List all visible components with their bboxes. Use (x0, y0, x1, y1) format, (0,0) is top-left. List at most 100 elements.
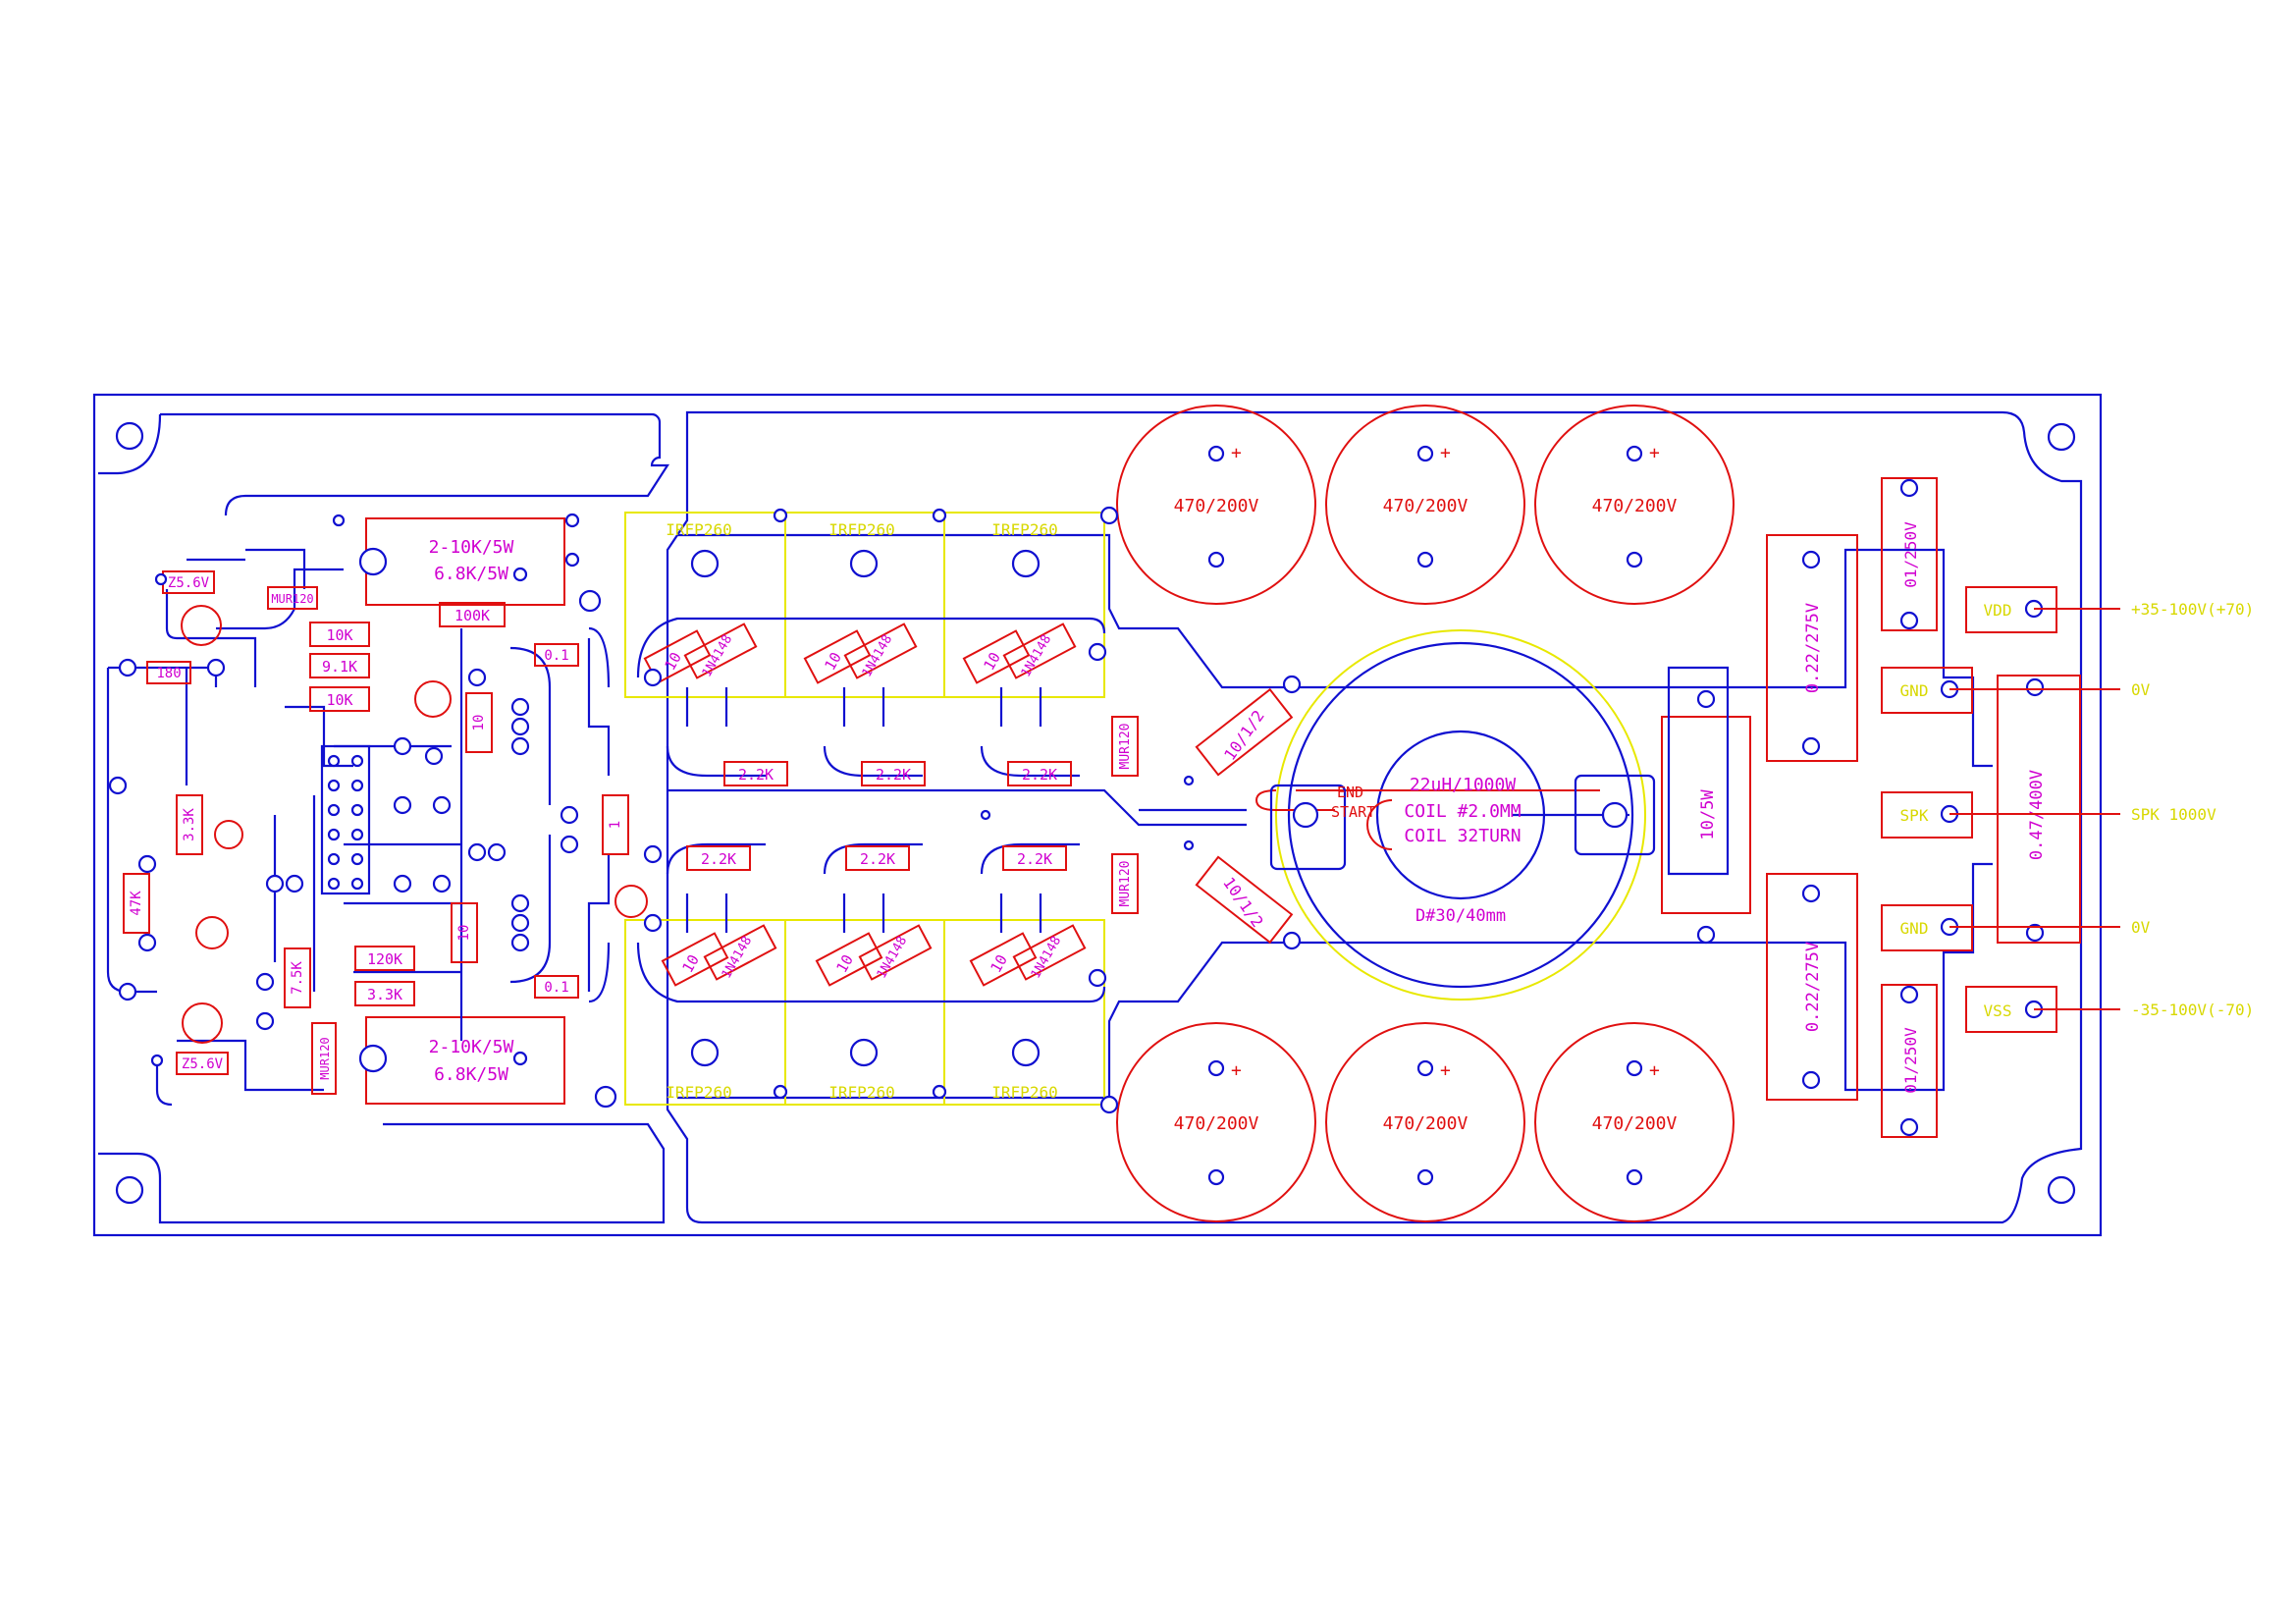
r-180-label: 180 (156, 666, 181, 681)
pulldown-top-3: 2.2K (1007, 761, 1072, 786)
r-10-label: 10 (471, 715, 487, 731)
diode-mur-right-top: MUR120 (1111, 716, 1139, 777)
gate-diode-top-2-label: 1N4148 (860, 632, 895, 679)
bottom-rail-trace (677, 862, 1993, 1100)
transistor-q6 (614, 885, 648, 918)
connector-vss[interactable]: VSS -35-100V(-70) (1965, 986, 2254, 1033)
pulldown-top-1-label: 2.2K (738, 766, 774, 784)
mosfet-bottom-3: IRFP260 (991, 1038, 1058, 1102)
gate-res-top-3: 10 (962, 629, 1031, 684)
mosfet-legs-top (636, 617, 1106, 778)
cap-bottom-3-label: 470/200V (1592, 1113, 1678, 1134)
resistor-47k: 47K (123, 873, 150, 934)
pulldown-bottom-3-label: 2.2K (1017, 850, 1052, 868)
mount-hole-tl (115, 421, 144, 451)
power-res-bottom-line1: 2-10K/5W (429, 1037, 514, 1057)
pulldown-bottom-2-label: 2.2K (860, 850, 895, 868)
transistor-q1 (181, 605, 222, 646)
mosfet-top-3-label: IRFP260 (991, 520, 1057, 539)
diode-mur-left-top: MUR120 (267, 586, 318, 610)
capacitor-bottom-2: + 470/200V (1325, 1022, 1525, 1222)
mur-right-top-label: MUR120 (1118, 724, 1133, 770)
pulldown-bottom-2: 2.2K (845, 845, 910, 871)
r-10b-label: 10 (456, 925, 472, 942)
gate-res-bottom-1: 10 (661, 932, 729, 987)
svg-text:+: + (1231, 443, 1242, 463)
zener-bottom: Z5.6V (176, 1052, 229, 1075)
c-01-bottom-label: 01/250V (1901, 1027, 1920, 1094)
gate-diode-top-1-label: 1N4148 (700, 632, 735, 679)
connector-gnd-bottom-label: 0V (2131, 918, 2151, 937)
capacitor-1: 1 (602, 794, 629, 855)
connector-spk[interactable]: SPK SPK 1000V (1881, 791, 2216, 839)
power-resistor-bottom: 2-10K/5W 6.8K/5W (358, 1016, 565, 1105)
gate-diode-bottom-3: 1N4148 (1012, 924, 1087, 981)
c-1-label: 1 (608, 821, 623, 829)
cap-top-3-label: 470/200V (1592, 496, 1678, 516)
connector-gnd-top-pad: GND (1900, 681, 1929, 700)
svg-text:+: + (1649, 1060, 1660, 1081)
mosfet-bottom-1-label: IRFP260 (666, 1083, 731, 1102)
connector-vdd-label: +35-100V(+70) (2131, 600, 2254, 619)
svg-text:+: + (1649, 443, 1660, 463)
resistor-10-vertical: 10 (465, 692, 493, 753)
capacitor-bottom-1: + 470/200V (1116, 1022, 1316, 1222)
mount-hole-tr (2047, 422, 2076, 452)
resistor-100k: 100K (439, 602, 506, 627)
svg-text:+: + (1231, 1060, 1242, 1081)
gate-diode-top-3-label: 1N4148 (1019, 632, 1054, 679)
driver-ic (320, 744, 371, 895)
r-100k-label: 100K (454, 607, 490, 624)
r-33k-b-label: 3.3K (367, 986, 402, 1003)
capacitor-top-3: + 470/200V (1534, 405, 1735, 605)
mur-right-bottom-label: MUR120 (1118, 861, 1133, 907)
upper-copper-area (666, 410, 2083, 1224)
inductor-diameter-label: D#30/40mm (1415, 906, 1506, 926)
cap-top-2-label: 470/200V (1383, 496, 1468, 516)
connector-vss-label: -35-100V(-70) (2131, 1001, 2254, 1019)
cap-022-bottom: 0.22/275V (1766, 873, 1858, 1101)
r-75k-label: 7.5K (290, 961, 305, 995)
mount-hole-bl (115, 1175, 144, 1205)
capacitor-bottom-3: + 470/200V (1534, 1022, 1735, 1222)
c-01-label: 0.1 (544, 648, 568, 664)
mosfet-bottom-1: IRFP260 (666, 1038, 732, 1102)
mosfet-top-2: IRFP260 (828, 520, 895, 578)
capacitor-0-1: 0.1 (534, 643, 579, 667)
cap-row-bottom: + 470/200V + 470/200V + 470/200V (1116, 1022, 1735, 1222)
connector-gnd-bottom[interactable]: GND 0V (1881, 904, 2151, 951)
mosfet-heatsink-bottom (624, 919, 1105, 1106)
pulldown-top-1: 2.2K (723, 761, 788, 786)
capacitor-top-1: + 470/200V (1116, 405, 1316, 605)
r-10k-a-label: 10K (326, 626, 352, 644)
cap-01-bottom: 01/250V (1881, 984, 1938, 1138)
mosfet-top-3: IRFP260 (991, 520, 1058, 578)
capacitor-0-1-b: 0.1 (534, 975, 579, 999)
inductor-turns-label: COIL 32TURN (1404, 826, 1521, 846)
cap-bottom-2-label: 470/200V (1383, 1113, 1468, 1134)
board-outline (92, 393, 2103, 1237)
cap-01-top: 01/250V (1881, 477, 1938, 631)
r-120k-label: 120K (367, 950, 402, 968)
inductor-start-label: START (1331, 803, 1375, 821)
c-01b-label: 0.1 (544, 980, 568, 996)
power-res-top-line1: 2-10K/5W (429, 537, 514, 558)
zener-top-label: Z5.6V (168, 575, 210, 591)
transistor-q5 (414, 680, 452, 718)
power-res-bottom-line2: 6.8K/5W (434, 1064, 508, 1085)
gate-diode-bottom-1-label: 1N4148 (720, 934, 755, 981)
cap-022-top: 0.22/275V (1766, 534, 1858, 762)
svg-text:+: + (1440, 443, 1451, 463)
cap-bottom-1-label: 470/200V (1174, 1113, 1259, 1134)
connector-vdd-pad: VDD (1984, 601, 2012, 620)
connector-vdd[interactable]: VDD +35-100V(+70) (1965, 586, 2254, 633)
inductor-end-label: END (1337, 784, 1363, 801)
resistor-3-3k-a: 3.3K (176, 794, 203, 855)
c-01-top-label: 01/250V (1901, 521, 1920, 588)
output-inductor: END START 22uH/1000W COIL #2.0MM COIL 32… (1255, 629, 1656, 1001)
pulldown-top-2: 2.2K (861, 761, 926, 786)
connector-gnd-top-label: 0V (2131, 680, 2151, 699)
connector-gnd-top[interactable]: GND 0V (1881, 667, 2151, 714)
mosfet-bottom-3-label: IRFP260 (991, 1083, 1057, 1102)
